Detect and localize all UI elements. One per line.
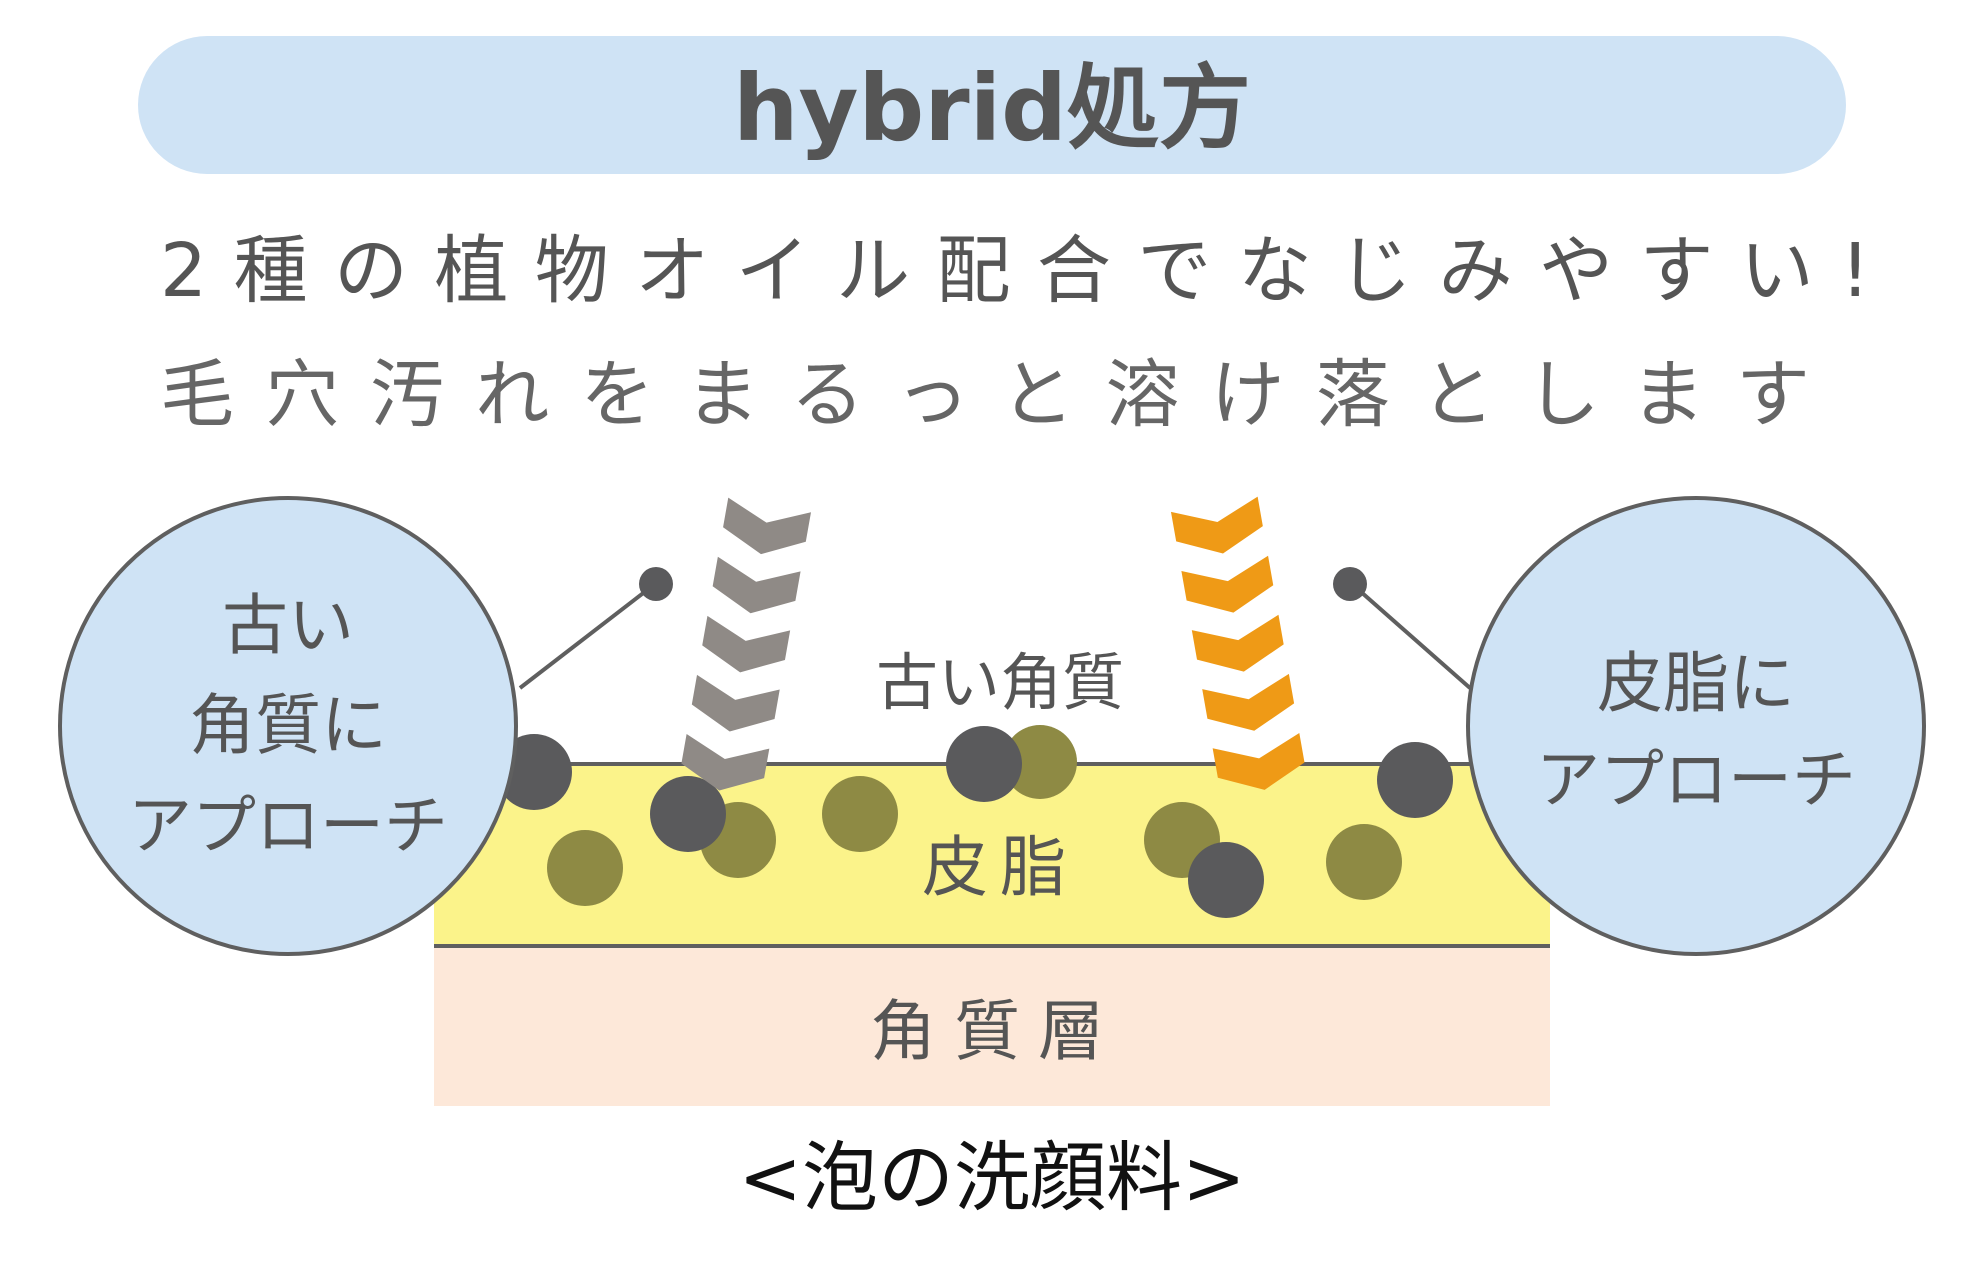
gray-chevron [691, 674, 780, 732]
left-connector-line [518, 582, 657, 690]
left-connector-dot [639, 567, 673, 601]
orange-chevron [1170, 496, 1263, 554]
subtitle-line-2: 毛穴汚れをまるっと溶け落とします [160, 352, 1810, 438]
gray-chevron [712, 556, 801, 614]
gray-chevron [702, 615, 791, 673]
right-callout-line-1: 皮脂に [1597, 645, 1795, 722]
orange-arrow-icon [1170, 496, 1305, 790]
header-pill [138, 36, 1846, 174]
header-title: hybrid処方 [733, 55, 1251, 162]
left-callout-circle [58, 496, 518, 956]
old-keratin-label: 古い角質 [876, 646, 1124, 719]
sebum-particle [1326, 824, 1402, 900]
stratum-corneum-layer [434, 944, 1550, 1106]
sebum-particle [1003, 725, 1077, 799]
orange-chevron [1181, 555, 1274, 613]
left-callout-line-3: アプローチ [128, 790, 448, 864]
stratum-corneum-label: 角質層 [870, 993, 1122, 1070]
gray-chevron [681, 734, 770, 791]
sebum-particles [547, 725, 1402, 906]
sebum-label: 皮脂 [922, 829, 1078, 906]
orange-chevron [1202, 673, 1295, 731]
gray-arrow-icon [681, 497, 812, 791]
left-callout-line-1: 古い [222, 587, 354, 664]
right-connector-dot [1333, 567, 1367, 601]
right-connector-line [1350, 582, 1472, 690]
gray-chevron [723, 497, 812, 555]
orange-chevron [1212, 732, 1305, 790]
keratin-particle [1377, 742, 1453, 818]
sebum-particle [822, 776, 898, 852]
right-callout-circle [1466, 496, 1926, 956]
sebum-particle [547, 830, 623, 906]
keratin-particle [1188, 842, 1264, 918]
orange-chevron [1191, 614, 1284, 672]
keratin-particle [650, 776, 726, 852]
keratin-particle [946, 726, 1022, 802]
right-callout-line-2: アプローチ [1536, 744, 1856, 818]
subtitle-line-1: 2種の植物オイル配合でなじみやすい! [160, 228, 1870, 314]
left-callout-line-2: 角質に [189, 687, 387, 764]
caption: <泡の洗顔料> [738, 1133, 1245, 1222]
